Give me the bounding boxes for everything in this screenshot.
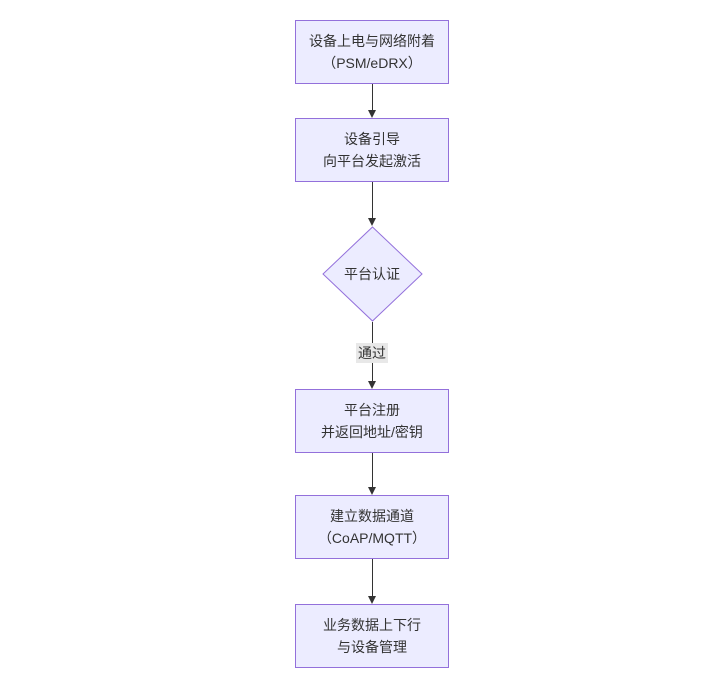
flowchart-column: 设备上电与网络附着 （PSM/eDRX） 设备引导 向平台发起激活 平台认证 通…: [295, 20, 449, 668]
node-text-line: 建立数据通道: [330, 508, 414, 524]
edge-line: [371, 182, 373, 218]
arrowhead-icon: [368, 487, 376, 495]
edge-line: [371, 559, 373, 596]
decision-platform-auth: 平台认证: [321, 226, 423, 322]
node-business-data-device-mgmt: 业务数据上下行 与设备管理: [295, 604, 449, 668]
arrowhead-icon: [368, 596, 376, 604]
arrowhead-icon: [368, 381, 376, 389]
node-text-line: 并返回地址/密钥: [321, 424, 423, 440]
node-text-line: 设备上电与网络附着: [309, 33, 435, 49]
node-text-line: （CoAP/MQTT）: [317, 530, 427, 546]
node-text-line: 与设备管理: [337, 639, 407, 655]
node-text-line: 向平台发起激活: [323, 153, 421, 169]
node-text-line: 设备引导: [344, 131, 400, 147]
edge-arrow-pass: 通过: [356, 322, 388, 389]
edge-arrow: [366, 84, 378, 118]
arrowhead-icon: [368, 110, 376, 118]
node-text-line: 平台注册: [344, 402, 400, 418]
edge-arrow: [366, 453, 378, 495]
diamond-shape: [321, 226, 423, 322]
node-text-line: （PSM/eDRX）: [322, 55, 422, 71]
node-platform-register: 平台注册 并返回地址/密钥: [295, 389, 449, 453]
node-data-channel: 建立数据通道 （CoAP/MQTT）: [295, 495, 449, 559]
edge-line: [371, 453, 373, 487]
node-device-power-network-attach: 设备上电与网络附着 （PSM/eDRX）: [295, 20, 449, 84]
edge-line: [371, 84, 373, 110]
arrowhead-icon: [368, 218, 376, 226]
edge-arrow: [366, 559, 378, 604]
decision-label: 平台认证: [344, 266, 400, 282]
node-device-bootstrap-activate: 设备引导 向平台发起激活: [295, 118, 449, 182]
edge-arrow: [366, 182, 378, 226]
node-text-line: 业务数据上下行: [323, 617, 421, 633]
edge-label-pass: 通过: [356, 342, 388, 363]
